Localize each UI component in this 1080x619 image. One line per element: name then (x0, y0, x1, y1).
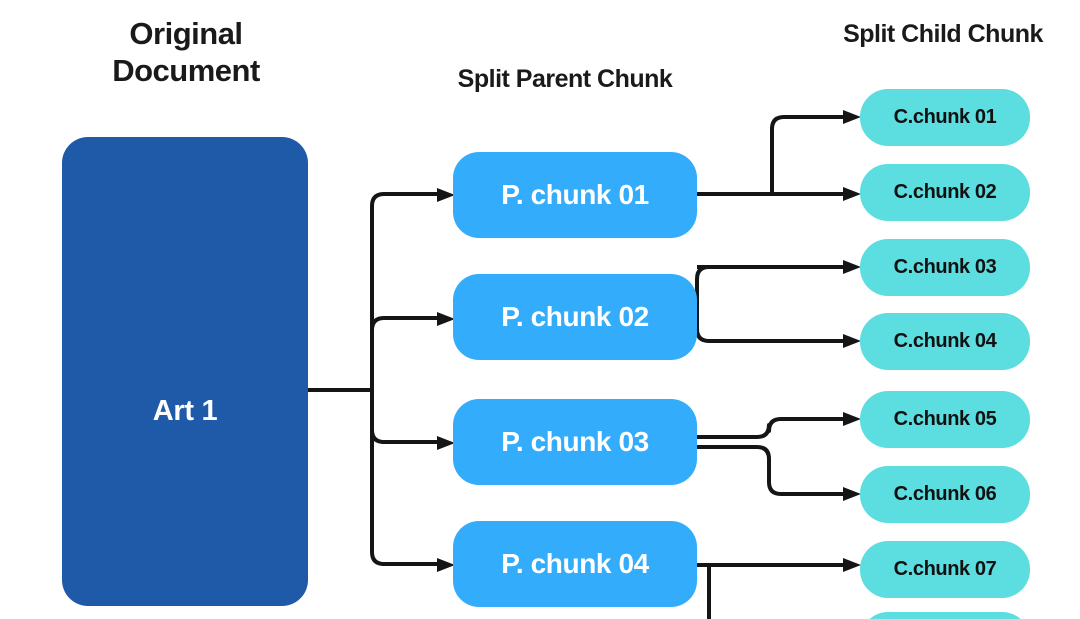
parent-chunk-box-04[interactable]: P. chunk 04 (453, 521, 697, 607)
child-chunk-box-07[interactable]: C.chunk 07 (860, 541, 1030, 598)
child-chunk-box-04[interactable]: C.chunk 04 (860, 313, 1030, 370)
parent-chunk-box-02[interactable]: P. chunk 02 (453, 274, 697, 360)
child-chunk-label-01: C.chunk 01 (893, 106, 997, 128)
child-chunk-box-05[interactable]: C.chunk 05 (860, 391, 1030, 448)
parent-chunk-box-03[interactable]: P. chunk 03 (453, 399, 697, 485)
parent-chunk-label-03: P. chunk 03 (501, 426, 649, 457)
child-chunk-label-06: C.chunk 06 (893, 483, 997, 505)
child-chunk-label-04: C.chunk 04 (893, 330, 997, 352)
parent-chunk-label-04: P. chunk 04 (501, 548, 649, 579)
child-chunk-label-07: C.chunk 07 (893, 558, 997, 580)
child-chunk-label-03: C.chunk 03 (893, 256, 997, 278)
original-document-label: Art 1 (152, 395, 218, 427)
parent-chunk-label-02: P. chunk 02 (501, 301, 649, 332)
original-document-box[interactable]: Art 1 (62, 137, 308, 606)
child-chunk-label-02: C.chunk 02 (893, 181, 997, 203)
parent-chunk-box-01[interactable]: P. chunk 01 (453, 152, 697, 238)
parent-chunk-label-01: P. chunk 01 (501, 179, 649, 210)
child-chunk-box-01[interactable]: C.chunk 01 (860, 89, 1030, 146)
heading-original-document: Original Document (112, 16, 260, 88)
heading-split-child-chunk: Split Child Chunk (843, 20, 1043, 48)
child-chunk-box-03[interactable]: C.chunk 03 (860, 239, 1030, 296)
child-chunk-label-05: C.chunk 05 (893, 408, 997, 430)
heading-split-parent-chunk: Split Parent Chunk (457, 65, 673, 93)
child-chunk-box-08-partial[interactable] (860, 612, 1030, 619)
child-chunk-box-02[interactable]: C.chunk 02 (860, 164, 1030, 221)
child-chunk-box-06[interactable]: C.chunk 06 (860, 466, 1030, 523)
